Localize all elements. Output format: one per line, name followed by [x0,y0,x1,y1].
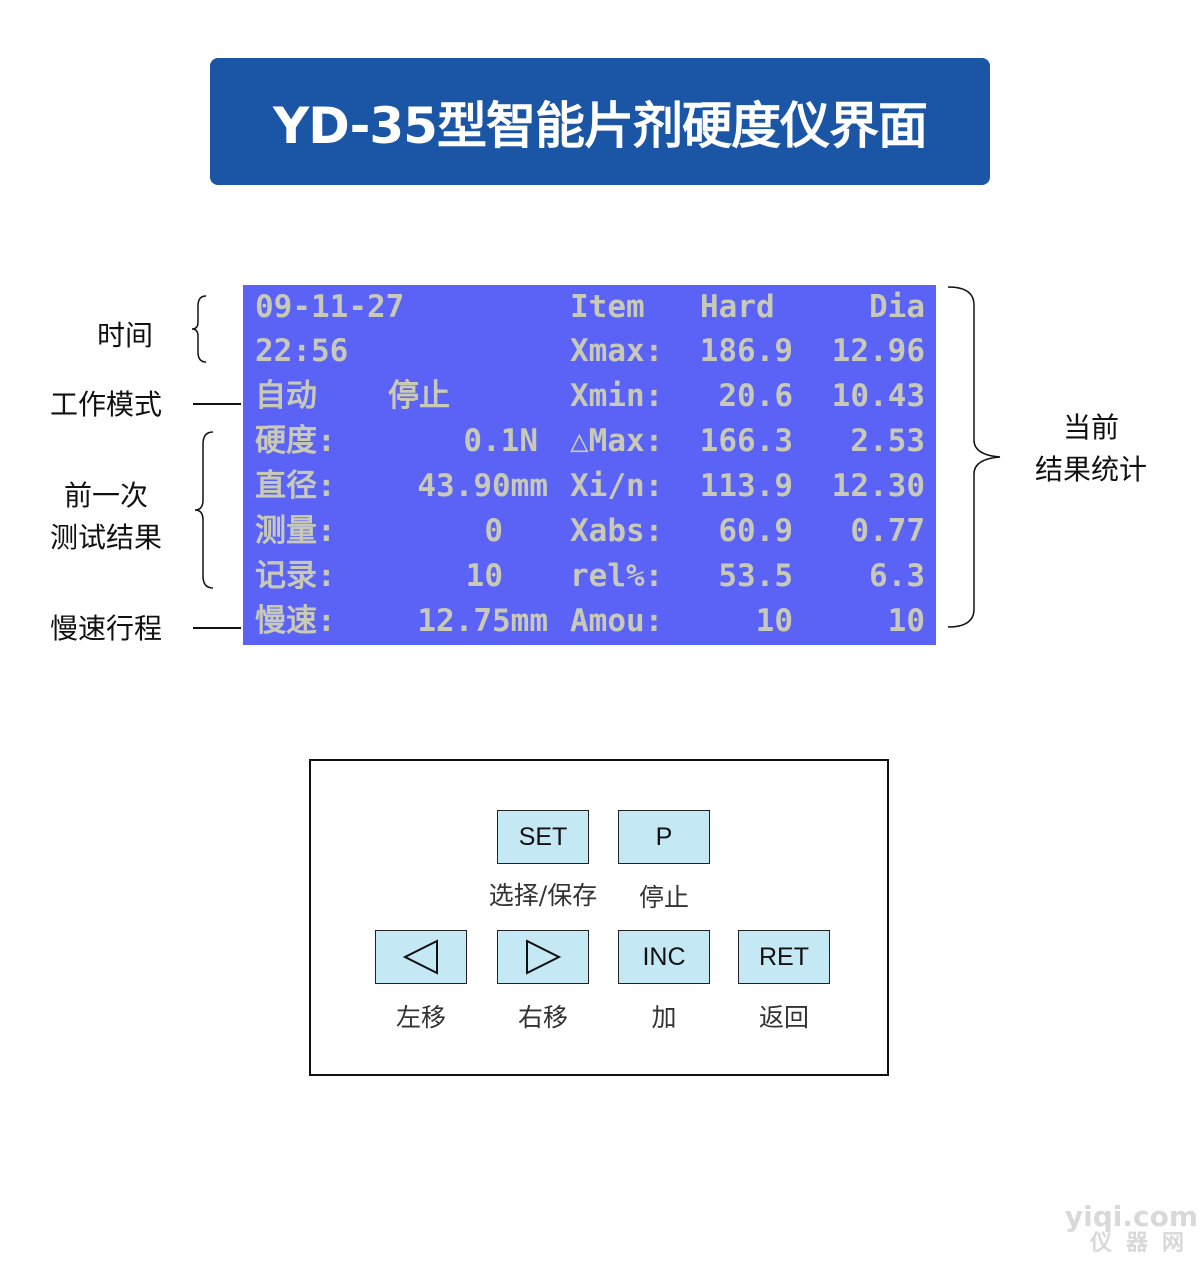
lcd-measure-value: 0 [484,513,503,549]
lcd-diameter-value: 43.90mm [417,468,548,504]
lcd-hardness-value: 0.1N [463,423,538,459]
lcd-stats-dia-header: Dia [869,289,925,325]
lcd-time: 22:56 [255,333,349,369]
pointer-line-slow-travel [193,627,241,629]
annotation-time: 时间 [97,319,154,352]
lcd-stats-item-header: Item [570,289,645,325]
annotation-current-stats-2: 结果统计 [1034,453,1147,486]
ret-button[interactable]: RET [738,930,830,984]
lcd-diameter-label: 直径: [255,468,336,504]
brace-time [191,295,207,363]
lcd-stats-hard: 53.5 [718,558,793,594]
p-button[interactable]: P [618,810,710,864]
lcd-stats-dia: 12.30 [831,468,925,504]
set-button[interactable]: SET [497,810,589,864]
watermark-bottom: 仪器网 [1089,1231,1198,1256]
lcd-slow-label: 慢速: [255,603,336,639]
set-button-label: 选择/保存 [488,881,598,910]
annotation-prev-result-1: 前一次 [63,479,148,512]
lcd-stats-dia: 0.77 [850,513,925,549]
right-button[interactable] [497,930,589,984]
lcd-record-label: 记录: [255,558,336,594]
lcd-stats-hard: 60.9 [718,513,793,549]
lcd-slow-value: 12.75mm [417,603,548,639]
lcd-record-value: 10 [465,558,503,594]
triangle-left-icon [402,939,438,975]
ret-button-label: 返回 [758,1003,809,1032]
inc-button-label: 加 [651,1003,677,1032]
lcd-screen: 09-11-27 22:56 自动 停止 硬度: 0.1N 直径: 43.90m… [243,285,936,645]
lcd-stats-dia: 6.3 [869,558,925,594]
right-button-label: 右移 [517,1003,568,1032]
lcd-stats-dia: 10.43 [831,378,925,414]
lcd-measure-label: 测量: [255,513,336,549]
brace-current-stats [947,286,1001,628]
annotation-current-stats-1: 当前 [1062,411,1119,444]
lcd-stats-label: Xmax: [570,333,664,369]
pointer-line-work-mode [193,403,241,405]
lcd-mode-stop: 停止 [388,378,450,414]
lcd-stats-label: Xmin: [570,378,664,414]
annotation-slow-travel: 慢速行程 [50,612,163,645]
p-button-label: 停止 [638,883,689,912]
brace-prev-result [194,431,214,589]
lcd-stats-label: Xi/n: [570,468,664,504]
lcd-stats-dia: 10 [887,603,925,639]
watermark-logo: yiqi.com 仪器网 [1065,1203,1198,1255]
keypad-panel: SET 选择/保存 P 停止 左移 右移 INC 加 RET 返回 [309,759,889,1076]
lcd-stats-dia: 2.53 [850,423,925,459]
lcd-mode-auto: 自动 [255,378,317,414]
lcd-stats-hard: 113.9 [699,468,793,504]
lcd-stats-label: Xabs: [570,513,664,549]
lcd-hardness-label: 硬度: [255,423,336,459]
lcd-stats-label: rel%: [570,558,664,594]
watermark-top: yiqi.com [1064,1200,1198,1233]
lcd-stats-label: Amou: [570,603,664,639]
annotation-work-mode: 工作模式 [50,388,163,421]
lcd-date: 09-11-27 [255,289,405,325]
left-button-label: 左移 [395,1003,446,1032]
lcd-stats-hard: 20.6 [718,378,793,414]
lcd-stats-dia: 12.96 [831,333,925,369]
lcd-stats-hard: 10 [755,603,793,639]
triangle-right-icon [526,939,562,975]
inc-button[interactable]: INC [618,930,710,984]
left-button[interactable] [375,930,467,984]
lcd-stats-label: △Max: [570,423,664,459]
lcd-stats-hard: 166.3 [699,423,793,459]
lcd-stats-hard: 186.9 [699,333,793,369]
annotation-prev-result-2: 测试结果 [49,521,162,554]
page-title: YD-35型智能片剂硬度仪界面 [210,58,990,185]
lcd-stats-hard-header: Hard [700,289,775,325]
